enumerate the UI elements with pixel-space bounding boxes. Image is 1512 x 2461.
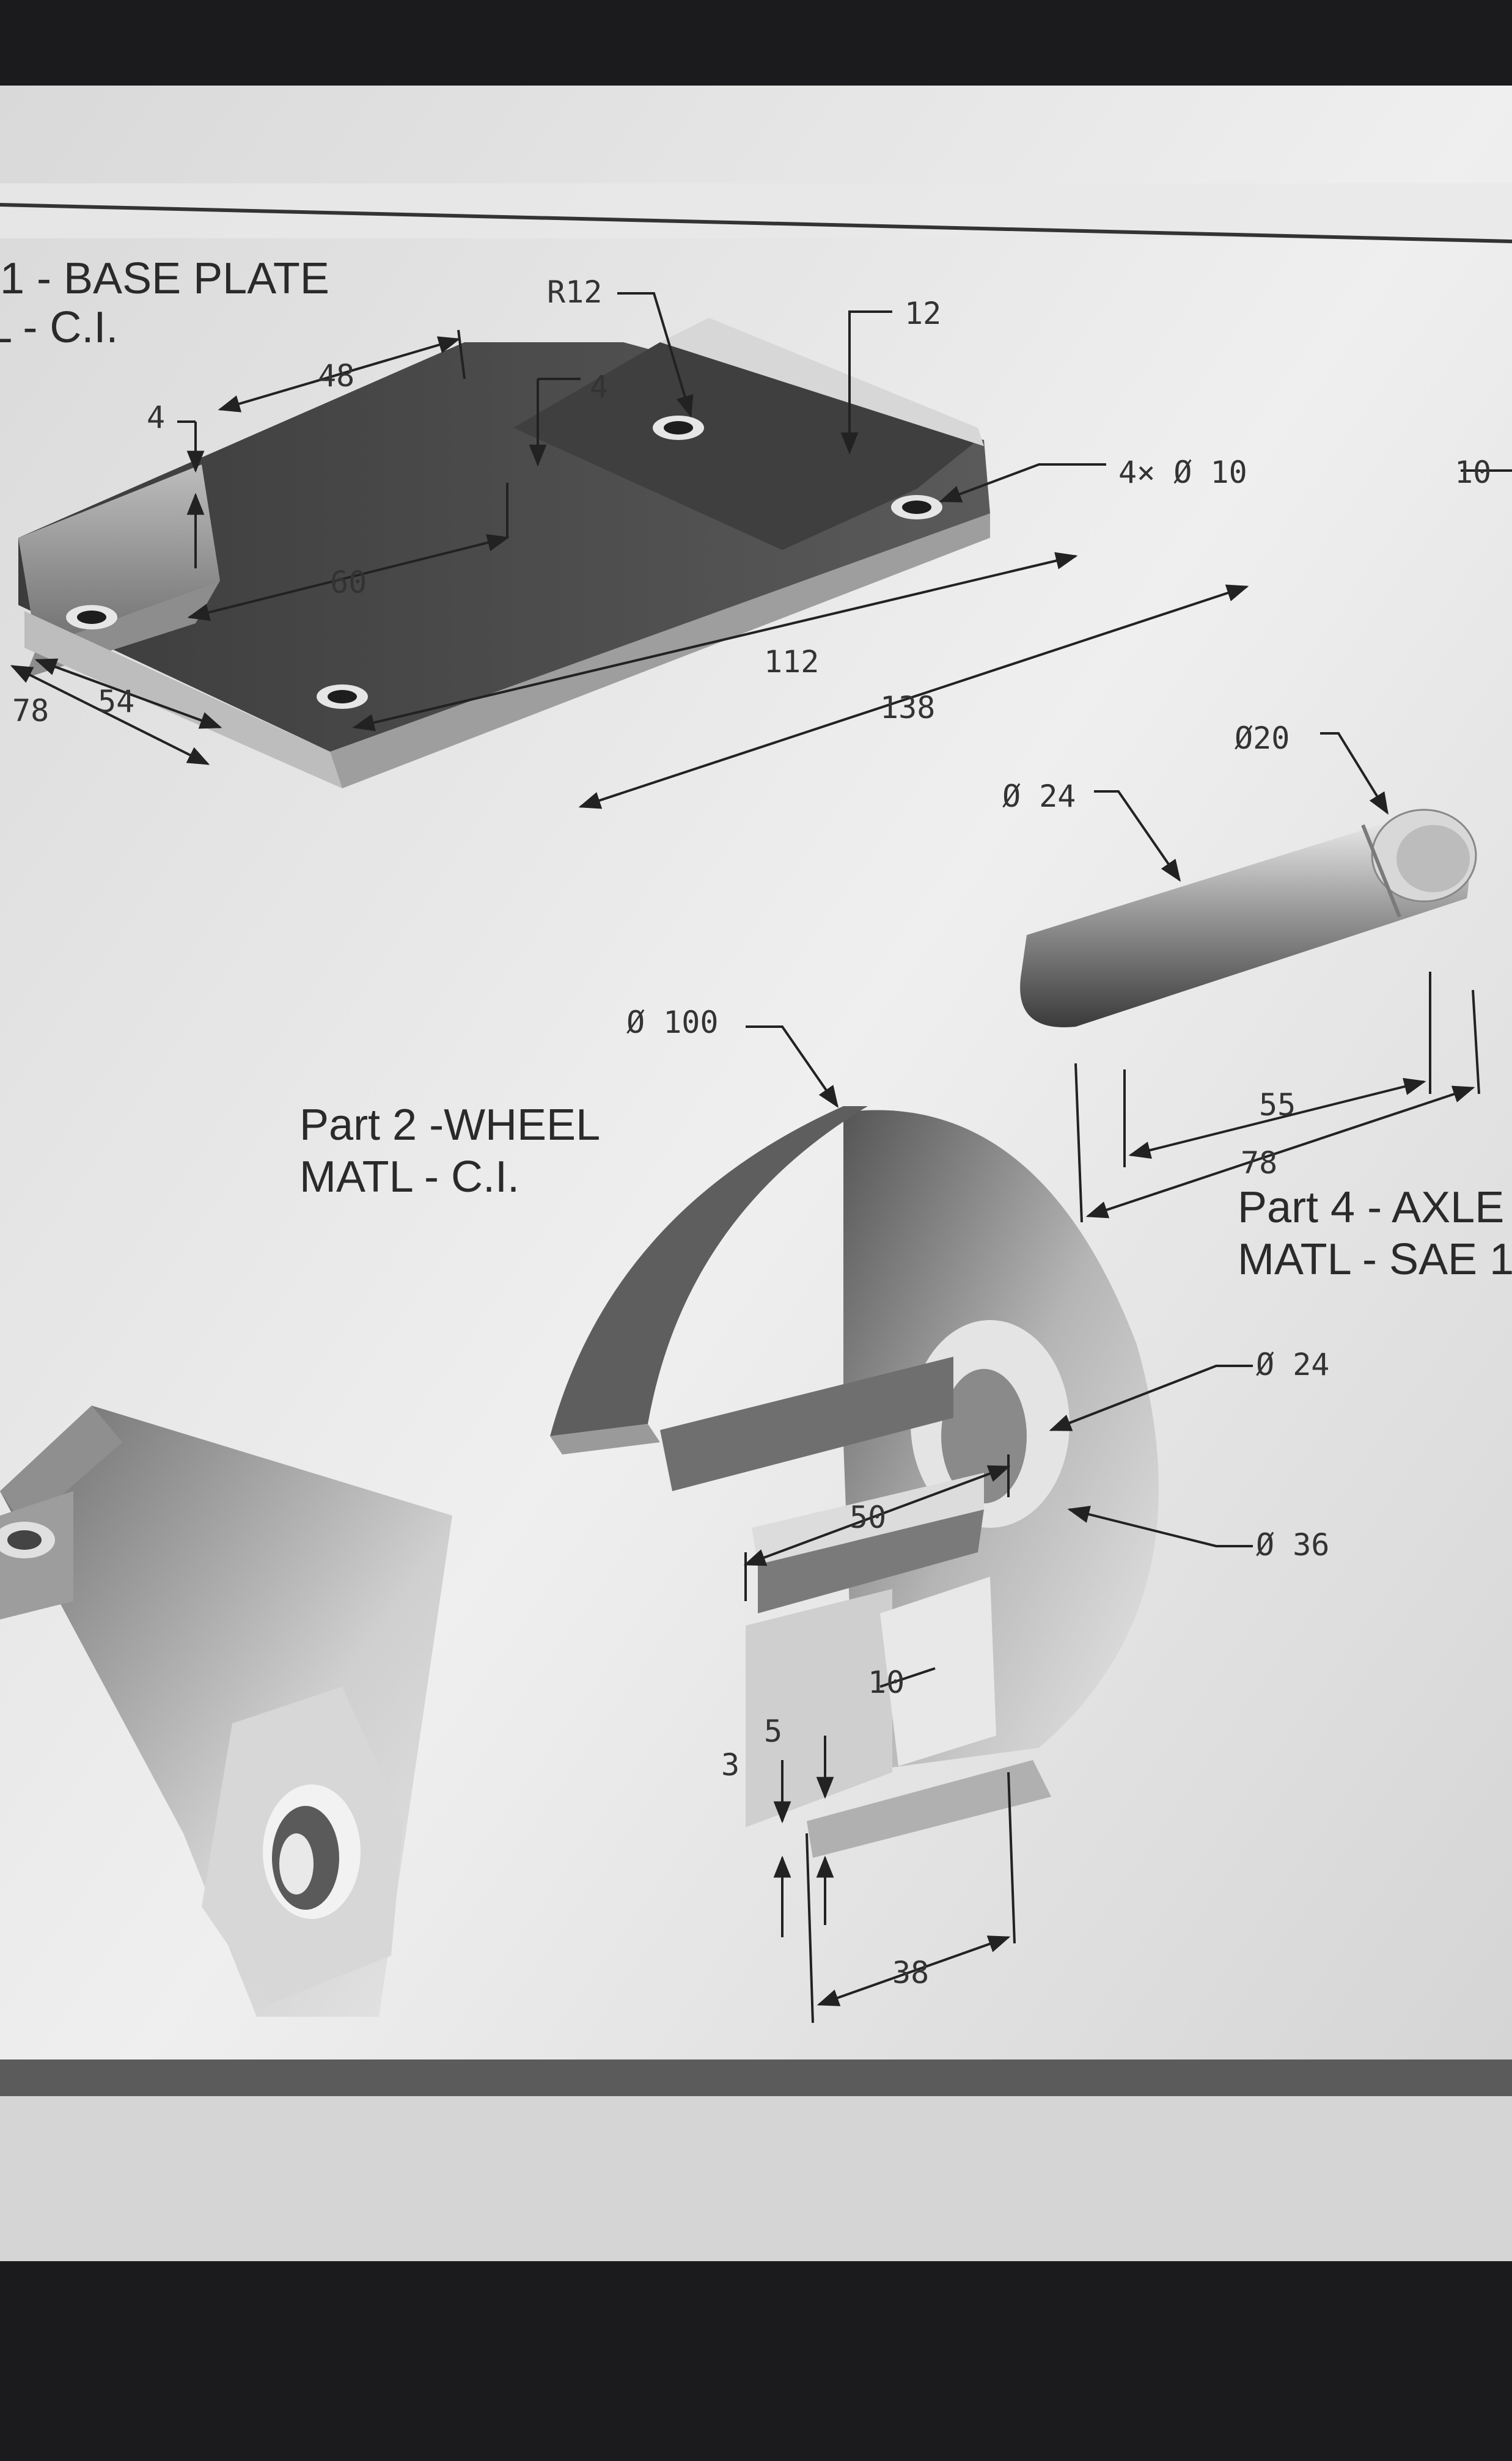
- bracket-model: [0, 1406, 452, 2017]
- dim-112: 112: [764, 644, 819, 680]
- part2-title-line1: Part 2 -WHEEL: [299, 1101, 600, 1150]
- wheel-dimension-lines: [743, 1025, 1253, 2023]
- axle-dimension-lines: [1074, 732, 1480, 1223]
- dim-wheel-10: 10: [868, 1665, 905, 1700]
- dim-138: 138: [880, 690, 935, 725]
- dim-4-left: 4: [147, 400, 165, 435]
- part1-title-line2: L - C.I.: [0, 303, 118, 352]
- base-plate-dimension-lines: [10, 292, 1512, 809]
- dim-wheel-phi24: Ø 24: [1256, 1347, 1329, 1382]
- dim-54: 54: [98, 684, 134, 719]
- part2-title: Part 2 -WHEEL MATL - C.I.: [299, 1101, 600, 1201]
- window-bottom-bar: [0, 2059, 1512, 2096]
- part2-title-line2: MATL - C.I.: [299, 1153, 519, 1201]
- dim-axle-phi20: Ø20: [1235, 721, 1290, 756]
- dim-4-step: 4: [590, 369, 608, 405]
- dim-48: 48: [318, 358, 354, 394]
- part4-title-line2: MATL - SAE 1: [1238, 1235, 1512, 1284]
- part4-title: Part 4 - AXLE MATL - SAE 1: [1238, 1183, 1512, 1284]
- dim-holes: 4× Ø 10: [1118, 455, 1247, 490]
- base-plate-dimension-text: R12 12 48 4 4 4× Ø 10 10 60 112 138 78 5…: [12, 274, 1491, 728]
- dim-wheel-phi100: Ø 100: [626, 1005, 719, 1040]
- dim-axle-55: 55: [1259, 1087, 1296, 1123]
- dim-wheel-phi36: Ø 36: [1256, 1527, 1329, 1563]
- dim-wheel-5: 5: [764, 1714, 782, 1749]
- part4-title-line1: Part 4 - AXLE: [1238, 1183, 1504, 1232]
- window-top-rule: [0, 203, 1512, 243]
- wheel-model: [550, 1106, 1159, 1858]
- dim-78: 78: [12, 693, 49, 728]
- dim-60: 60: [330, 565, 367, 600]
- dim-10-edge: 10: [1455, 455, 1491, 490]
- dim-axle-78: 78: [1241, 1145, 1277, 1181]
- part1-title: 1 - BASE PLATE L - C.I.: [0, 254, 329, 352]
- dim-wheel-50: 50: [850, 1500, 886, 1535]
- part1-title-line1: 1 - BASE PLATE: [0, 254, 329, 303]
- axle-dimension-text: Ø20 Ø 24 55 78: [1002, 721, 1296, 1181]
- axle-model: [1020, 809, 1477, 1027]
- dim-12: 12: [905, 296, 941, 331]
- window-bottom-strip: [0, 2096, 1512, 2261]
- dim-r12: R12: [547, 274, 602, 310]
- dim-axle-phi24: Ø 24: [1002, 779, 1076, 814]
- wheel-dimension-text: Ø 100 Ø 24 Ø 36 50 10 5 3 38: [626, 1005, 1329, 1990]
- dim-wheel-38: 38: [892, 1955, 929, 1990]
- dim-wheel-3: 3: [721, 1747, 739, 1783]
